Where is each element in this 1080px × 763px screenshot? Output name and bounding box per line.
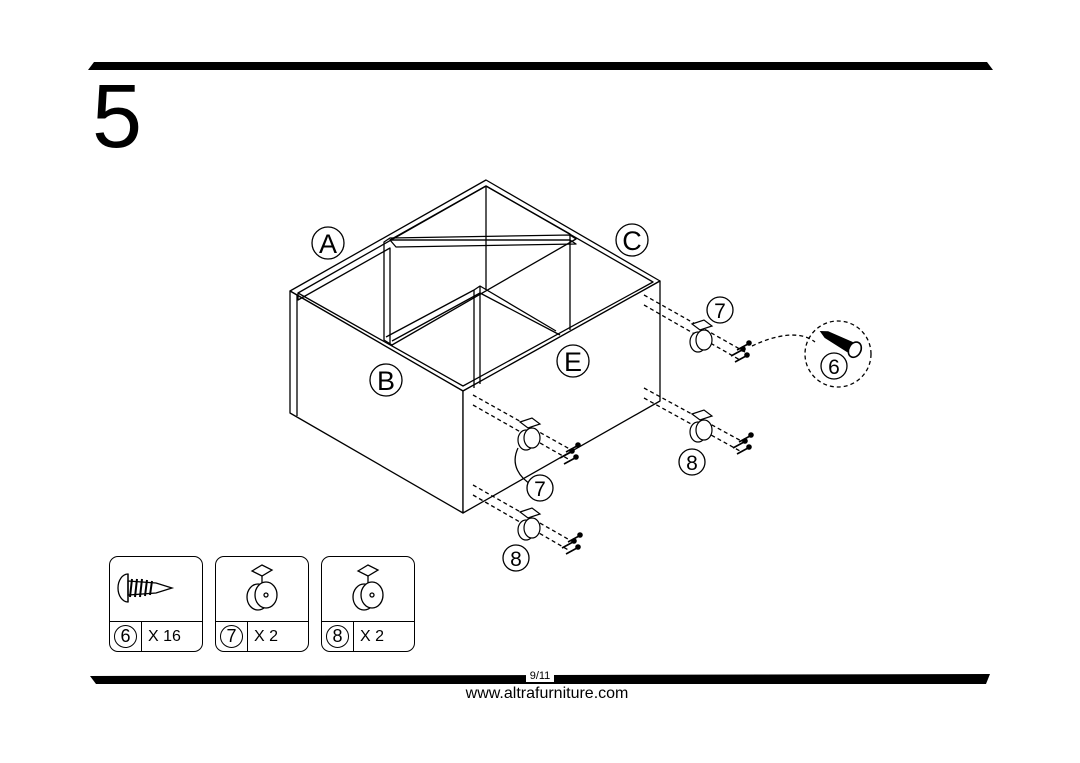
hardware-number-7: 7 [220, 625, 243, 648]
panel-label-c-text: C [622, 226, 642, 256]
hardware-item-caster-locking: 7 X 2 [215, 556, 309, 652]
callout-7-front [526, 474, 554, 502]
callout-6 [820, 352, 848, 380]
callout-8-right [678, 448, 706, 476]
caster-icon [517, 507, 542, 541]
website-url[interactable]: www.altrafurniture.com [465, 685, 629, 702]
screw-icon [117, 573, 175, 603]
shelf-divider-h [389, 239, 577, 248]
caster-icon [689, 409, 714, 443]
screw-icon [819, 331, 863, 359]
hardware-item-caster-plain: 8 X 2 [321, 556, 415, 652]
panel-label-b [369, 363, 403, 397]
top-rule [88, 62, 993, 70]
callout-7-front-text: 7 [534, 478, 546, 501]
panel-label-c [615, 223, 649, 257]
panel-a-back [297, 247, 391, 345]
step-number: 5 [92, 67, 143, 167]
hardware-qty-6: X 16 [148, 628, 181, 645]
caster-icon [517, 417, 542, 451]
callout-8-right-text: 8 [686, 452, 698, 475]
panel-label-e [556, 344, 590, 378]
callout-7-right-text: 7 [714, 300, 726, 323]
panel-c-side [485, 185, 571, 330]
hardware-qty-8: X 2 [360, 628, 385, 645]
callout-6-text: 6 [828, 356, 840, 379]
hardware-number-6: 6 [114, 625, 137, 648]
hardware-qty-7: X 2 [254, 628, 279, 645]
panel-label-a [311, 226, 345, 260]
page-number: 9/11 [525, 670, 555, 682]
callout-8-front [502, 544, 530, 572]
panel-label-a-text: A [319, 229, 337, 259]
hardware-item-screw: 6 X 16 [109, 556, 203, 652]
screw-icon [559, 340, 754, 555]
hardware-number-8: 8 [326, 625, 349, 648]
panel-label-b-text: B [377, 366, 395, 396]
caster-icon [689, 319, 714, 353]
caster-icon [246, 564, 278, 611]
panel-e-front [462, 280, 661, 514]
caster-icon [352, 564, 384, 611]
callout-8-front-text: 8 [510, 548, 522, 571]
panel-label-e-text: E [564, 347, 582, 377]
callout-7-right [706, 296, 734, 324]
